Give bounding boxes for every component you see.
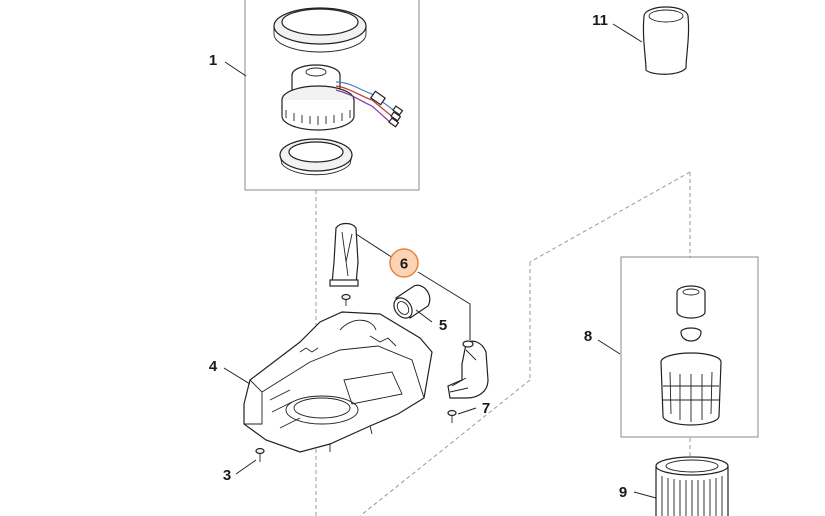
leader-lines: [223, 23, 657, 499]
filter-float: [680, 327, 702, 342]
callout-8-label[interactable]: 8: [584, 328, 592, 345]
motor-body: [281, 64, 355, 131]
part-6-handle[interactable]: [329, 222, 359, 287]
filter-cap: [676, 285, 706, 319]
callout-9-label[interactable]: 9: [619, 484, 627, 501]
callout-5-label[interactable]: 5: [439, 317, 447, 334]
part-6-connector[interactable]: [447, 340, 489, 399]
callout-6-label: 6: [400, 256, 408, 273]
callout-11-label[interactable]: 11: [592, 12, 608, 29]
part-3-screw[interactable]: [255, 447, 265, 463]
part-11-filter-sleeve[interactable]: [642, 6, 690, 75]
callout-numbers: 1 11 5 4 7 3 8 9: [209, 12, 627, 501]
callout-7-label[interactable]: 7: [482, 400, 490, 417]
filter-cage: [660, 352, 722, 426]
part-9-cartridge-filter[interactable]: [655, 456, 729, 516]
motor-top-seal-ring: [273, 7, 367, 53]
motor-bottom-seal-ring: [279, 138, 353, 176]
part-7-screw[interactable]: [447, 409, 457, 424]
callout-4-label[interactable]: 4: [209, 358, 218, 375]
motor-wires: [335, 81, 404, 128]
highlighted-callout-6[interactable]: 6: [389, 248, 419, 278]
motor-group-frame: [244, 0, 420, 191]
part-1-motor-group[interactable]: [244, 0, 420, 191]
callout-3-label[interactable]: 3: [223, 467, 231, 484]
part-8-filter-group[interactable]: [620, 256, 759, 438]
part-screw-upper[interactable]: [341, 293, 351, 307]
callout-1-label[interactable]: 1: [209, 52, 217, 69]
part-5-adapter[interactable]: [390, 284, 431, 321]
filter-group-frame: [620, 256, 759, 438]
part-4-base-housing[interactable]: [243, 311, 433, 453]
